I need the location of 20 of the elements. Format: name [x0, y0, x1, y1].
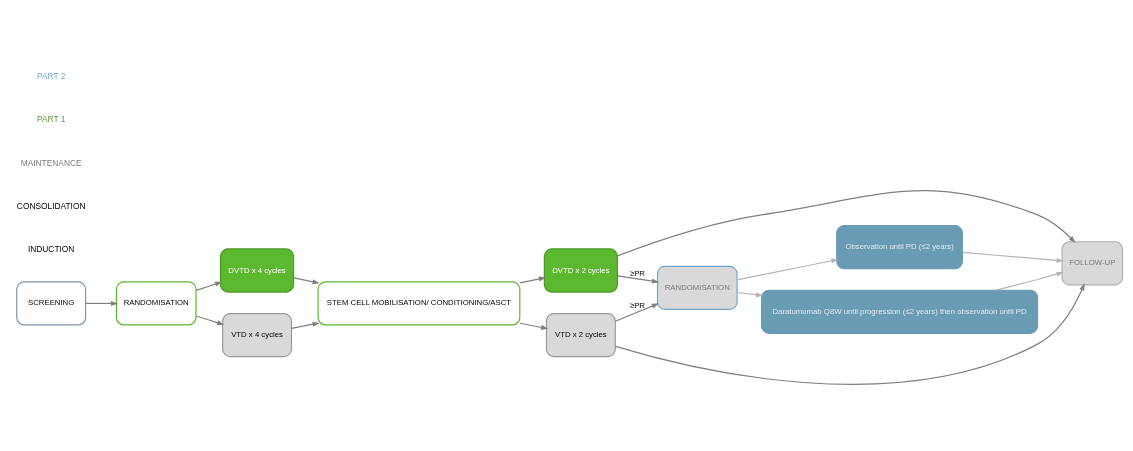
arrow — [994, 271, 1064, 291]
arrow — [195, 315, 225, 326]
arrow — [616, 275, 660, 284]
label: CONSOLIDATION — [16, 200, 86, 211]
arrow — [519, 276, 547, 284]
arrow — [736, 291, 764, 298]
arrow — [293, 277, 320, 285]
arrow — [519, 322, 549, 330]
label: MAINTENANCE — [20, 157, 82, 168]
arrow — [616, 190, 1076, 257]
arrow — [614, 303, 659, 322]
arrow — [962, 251, 1064, 263]
arrow — [736, 258, 839, 281]
arrow — [614, 283, 1085, 385]
label: INDUCTION — [27, 243, 75, 254]
label: PART 1 — [36, 114, 66, 125]
arrow — [85, 300, 119, 306]
arrow — [290, 321, 320, 330]
label: PART 2 — [36, 71, 66, 82]
arrow — [195, 281, 223, 291]
